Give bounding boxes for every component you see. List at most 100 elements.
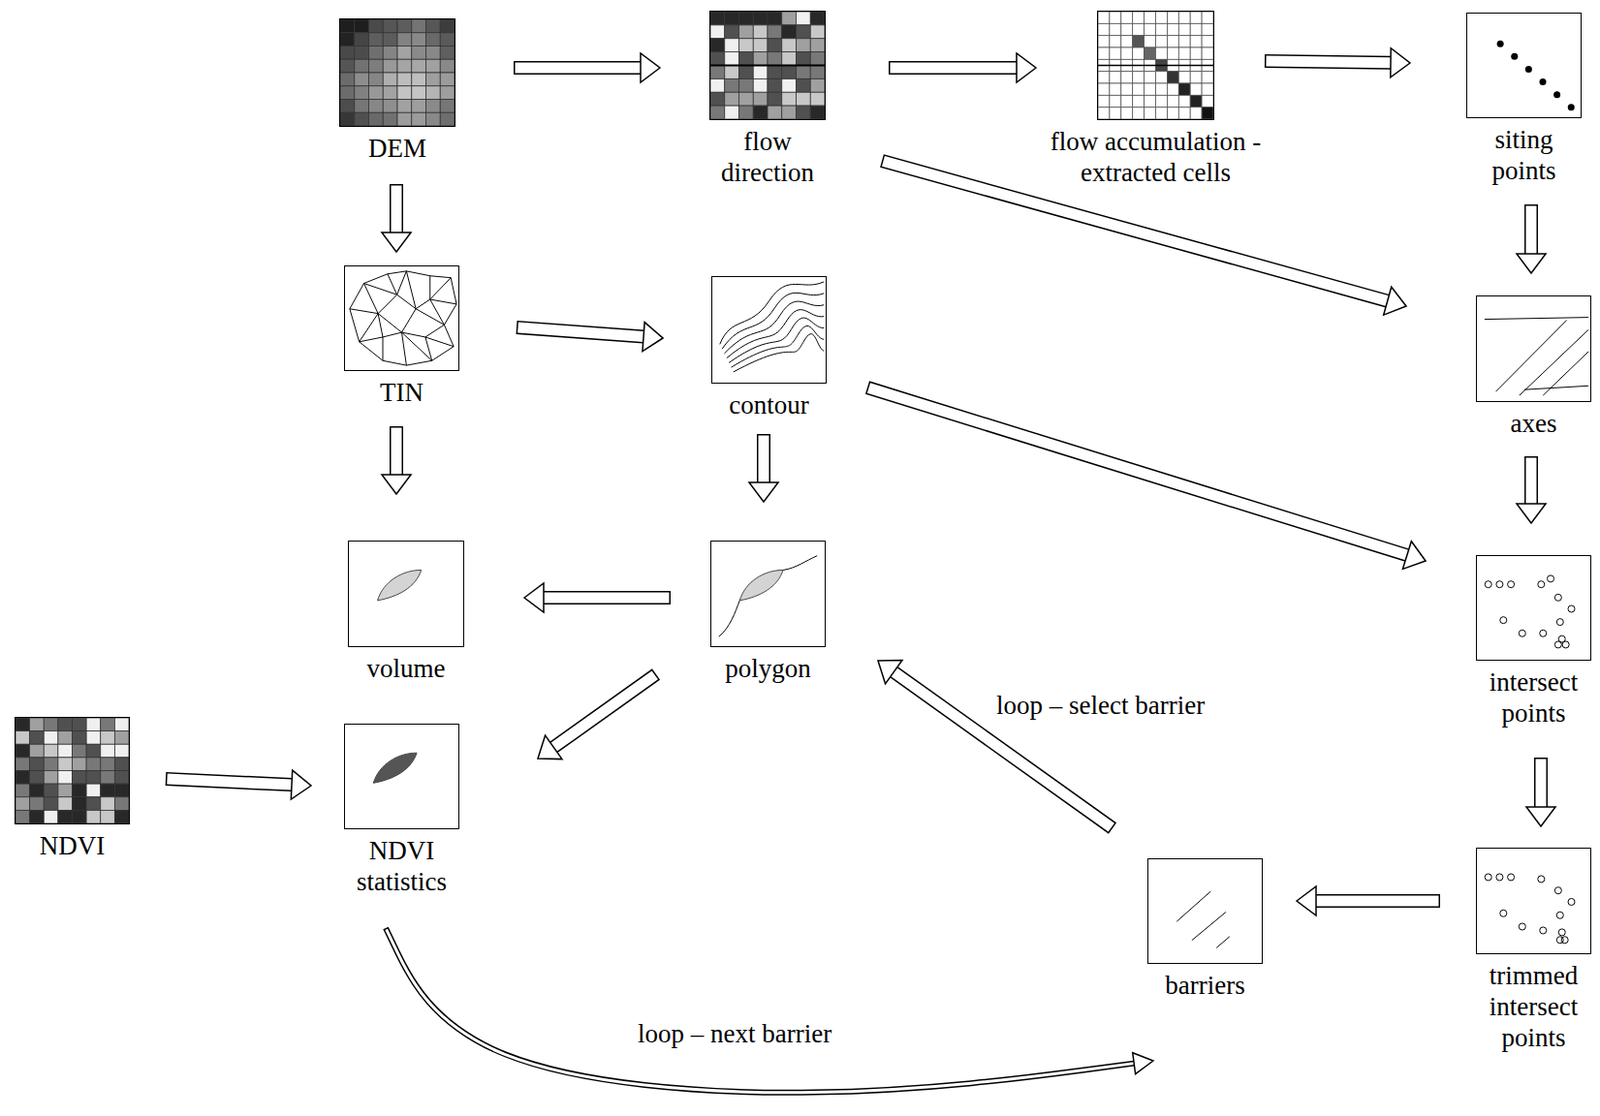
process-node: volume [347,540,465,685]
process-node: flow accumulation - extracted cells [1097,10,1215,189]
node-label: NDVI statistics [341,835,463,898]
arrow-shaft-inner [758,436,770,484]
icon-box [1147,858,1263,965]
icon-illustration [1476,556,1591,660]
arrow-shaft-inner [386,929,1135,1093]
icon-box [1475,555,1592,661]
process-node: intersect points [1475,555,1592,729]
node-label: contour [706,389,833,421]
arrow-shaft [1524,204,1538,254]
flow-arrow [1296,886,1441,916]
icon-box [1466,12,1582,119]
arrow-shaft [165,779,292,785]
arrow-shaft-inner [1316,896,1440,908]
icon-illustration [345,724,459,829]
flow-arrow [513,53,660,83]
node-label: DEM [339,132,456,164]
flow-arrow [888,53,1036,83]
arrow-shaft-inner [1536,759,1547,809]
arrow-head [381,474,411,495]
icon-box [344,265,460,372]
process-node: flow direction [709,10,826,189]
icon-illustration [710,11,825,120]
arrow-head [642,322,663,352]
arrow-shaft [389,426,404,475]
icon-box [1097,10,1215,121]
node-label: barriers [1142,970,1269,1002]
process-node: axes [1475,295,1592,440]
icon-illustration [15,718,129,824]
node-label: siting points [1471,124,1578,187]
node-label: intersect points [1475,666,1593,729]
flow-arrow [165,770,312,800]
arrow-shaft [513,61,641,75]
icon-illustration [1098,11,1214,120]
flow-arrow [1516,456,1546,524]
node-label: flow accumulation - extracted cells [1035,125,1278,189]
arrow-head [749,482,779,502]
process-node: trimmed intersect points [1475,847,1592,1054]
flow-arrow [878,659,1113,829]
arrow-shaft [1534,757,1548,808]
icon-box [344,723,460,830]
node-label: trimmed intersect points [1475,960,1593,1054]
edge-label: loop – select barrier [993,690,1208,722]
arrow-head [290,770,312,800]
arrow-head [1383,286,1407,315]
arrow-shaft [389,184,404,233]
arrow-shaft-inner [391,428,403,476]
icon-illustration [348,541,464,647]
arrow-shaft-inner [1526,458,1538,505]
arrow-shaft [516,327,644,338]
flow-arrow [524,583,671,613]
icon-illustration [1476,848,1591,954]
icon-illustration [1476,296,1591,402]
arrow-shaft-inner [890,62,1018,74]
flow-arrow [381,426,411,495]
node-label: polygon [705,653,832,685]
arrow-shaft-inner [1526,206,1538,255]
arrow-head [1402,541,1426,570]
process-node: TIN [344,265,460,408]
arrow-head [1296,886,1317,916]
process-node: DEM [339,18,456,164]
edge-label: loop – next barrier [634,1018,835,1050]
icon-illustration [345,266,459,371]
icon-box [347,540,465,648]
node-label: NDVI [14,830,131,862]
icon-box [711,276,827,384]
flow-arrow [1516,204,1546,274]
icon-box [1475,847,1592,955]
process-node: contour [711,276,827,421]
arrow-head [524,583,544,613]
arrow-shaft-inner [517,327,644,337]
process-node: siting points [1466,12,1582,187]
arrow-head [1390,48,1411,78]
icon-illustration [1467,13,1581,118]
arrow-head [1526,807,1556,827]
flow-arrow [867,387,1426,569]
arrow-shaft-inner [166,779,292,785]
icon-illustration [1148,859,1262,964]
flow-arrow [516,322,663,352]
arrow-shaft-inner [543,593,670,604]
arrow-shaft [543,591,671,605]
flow-arrow [1264,48,1411,78]
process-node: barriers [1147,858,1263,1002]
arrow-head [1132,1053,1154,1075]
arrow-head [1516,503,1546,524]
flow-arrow [385,928,1154,1094]
flow-arrow [537,674,657,760]
process-node: NDVI statistics [344,723,460,898]
process-node: polygon [710,540,826,685]
flow-arrow [749,434,779,502]
arrow-shaft [888,61,1017,75]
arrow-head [1016,53,1036,83]
arrow-shaft-inner [515,62,642,74]
flow-arrow [1526,757,1556,827]
node-label: flow direction [707,125,829,189]
arrow-head [537,735,563,759]
process-node: NDVI [14,717,130,862]
node-label: volume [343,653,470,685]
